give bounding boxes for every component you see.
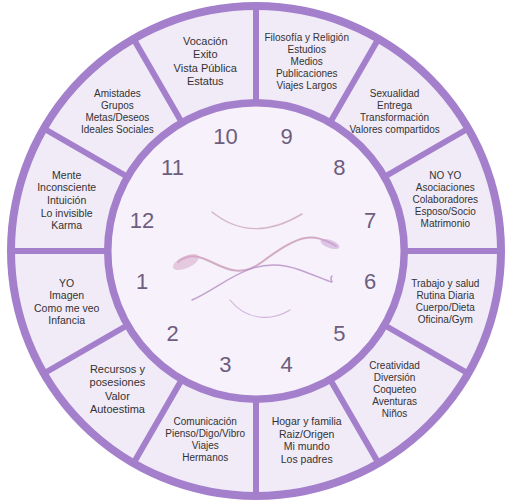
sector-text: Niños (369, 408, 420, 420)
sector-ring (60, 55, 453, 448)
house-sector: SexualidadEntregaTransformaciónValores c… (347, 88, 441, 136)
sector-text: Metas/Deseos (81, 112, 154, 124)
sector-text: Coqueteo (369, 384, 420, 396)
sector-text: Mi mundo (272, 440, 342, 453)
sector-text: Esposo/Socio (413, 206, 479, 218)
house-sector: VocaciónExitoVista PúblicaEstatus (172, 35, 239, 88)
sector-text: NO YO (413, 170, 479, 182)
sector-text: Aventuras (369, 396, 420, 408)
sector-text: Transformación (349, 112, 439, 124)
sector-text: Intuición (37, 194, 96, 207)
sector-text: Entrega (349, 100, 439, 112)
sector-text: Comunicación (165, 416, 245, 428)
sector-text: Viajes (165, 440, 245, 452)
sector-text: Exito (174, 48, 237, 61)
sector-text: Publicaciones (265, 68, 349, 80)
sector-text: Pienso/Digo/Vibro (165, 428, 245, 440)
sector-text: Rutina Diaria (411, 290, 479, 302)
sector-text: Filosofía y Religión (265, 32, 349, 44)
house-number: 8 (333, 157, 345, 179)
sector-text: Cuerpo/Dieta (411, 302, 479, 314)
sector-text: Matrimonio (413, 218, 479, 230)
outer-ring (7, 2, 505, 500)
sector-text: Autoestima (90, 403, 146, 416)
house-sector: YOImagenComo me veoInfancia (32, 277, 101, 327)
sector-text: Sexualidad (349, 88, 439, 100)
sector-text: Raiz/Origen (272, 428, 342, 441)
sector-text: Valores compartidos (349, 124, 439, 136)
sector-text: Estatus (174, 75, 237, 88)
sector-text: Vista Pública (174, 62, 237, 75)
house-sector: AmistadesGruposMetas/DeseosIdeales Socia… (79, 88, 156, 136)
sector-text: Mente (37, 169, 96, 182)
sector-dividers (11, 6, 501, 496)
sector-text: Ideales Sociales (81, 124, 154, 136)
sector-text: Vocación (174, 35, 237, 48)
feather-swirls (171, 212, 341, 317)
sector-text: Imagen (34, 289, 99, 302)
house-number: 5 (333, 323, 345, 345)
inner-border (110, 105, 402, 397)
sector-text: Medios (265, 56, 349, 68)
sector-text: Colaboradores (413, 194, 479, 206)
house-number: 2 (166, 323, 178, 345)
sector-text: Creatividad (369, 360, 420, 372)
house-sector: ComunicaciónPienso/Digo/VibroViajesHerma… (163, 416, 247, 464)
house-sector: NO YOAsociacionesColaboradoresEsposo/Soc… (411, 170, 481, 230)
sector-text: Trabajo y salud (411, 278, 479, 290)
house-number: 9 (280, 126, 292, 148)
sector-text: Diversión (369, 372, 420, 384)
sector-text: Karma (37, 219, 96, 232)
sector-text: Los padres (272, 453, 342, 466)
house-number: 11 (161, 157, 184, 179)
inner-disk (110, 105, 402, 397)
house-sector: Recursos yposesionesValorAutoestima (88, 363, 148, 416)
house-sector: Hogar y familiaRaiz/OrigenMi mundoLos pa… (270, 415, 344, 465)
sector-text: Grupos (81, 100, 154, 112)
house-sector: Filosofía y ReligiónEstudiosMediosPublic… (263, 32, 351, 92)
sector-text: Oficina/Gym (411, 314, 479, 326)
sector-text: Infancia (34, 314, 99, 327)
sector-text: Viajes Largos (265, 80, 349, 92)
house-sector: Trabajo y saludRutina DiariaCuerpo/Dieta… (409, 278, 481, 326)
sector-text: Como me veo (34, 302, 99, 315)
sector-text: Asociaciones (413, 182, 479, 194)
house-number: 7 (364, 210, 376, 232)
sector-text: posesiones (90, 376, 146, 389)
sector-text: Hogar y familia (272, 415, 342, 428)
sector-text: Inconsciente (37, 181, 96, 194)
sector-text: Recursos y (90, 363, 146, 376)
house-number: 6 (364, 271, 376, 293)
sector-text: Valor (90, 390, 146, 403)
house-sector: MenteInconscienteIntuiciónLo invisibleKa… (35, 169, 98, 232)
sector-text: Estudios (265, 44, 349, 56)
house-number: 4 (280, 354, 292, 376)
sector-text: Hermanos (165, 452, 245, 464)
sector-text: Lo invisible (37, 207, 96, 220)
house-number: 12 (130, 210, 154, 232)
house-number: 10 (213, 126, 237, 148)
sector-text: YO (34, 277, 99, 290)
house-number: 3 (219, 354, 231, 376)
sector-text: Amistades (81, 88, 154, 100)
house-number: 1 (136, 271, 148, 293)
house-sector: CreatividadDiversiónCoqueteoAventurasNiñ… (367, 360, 422, 420)
